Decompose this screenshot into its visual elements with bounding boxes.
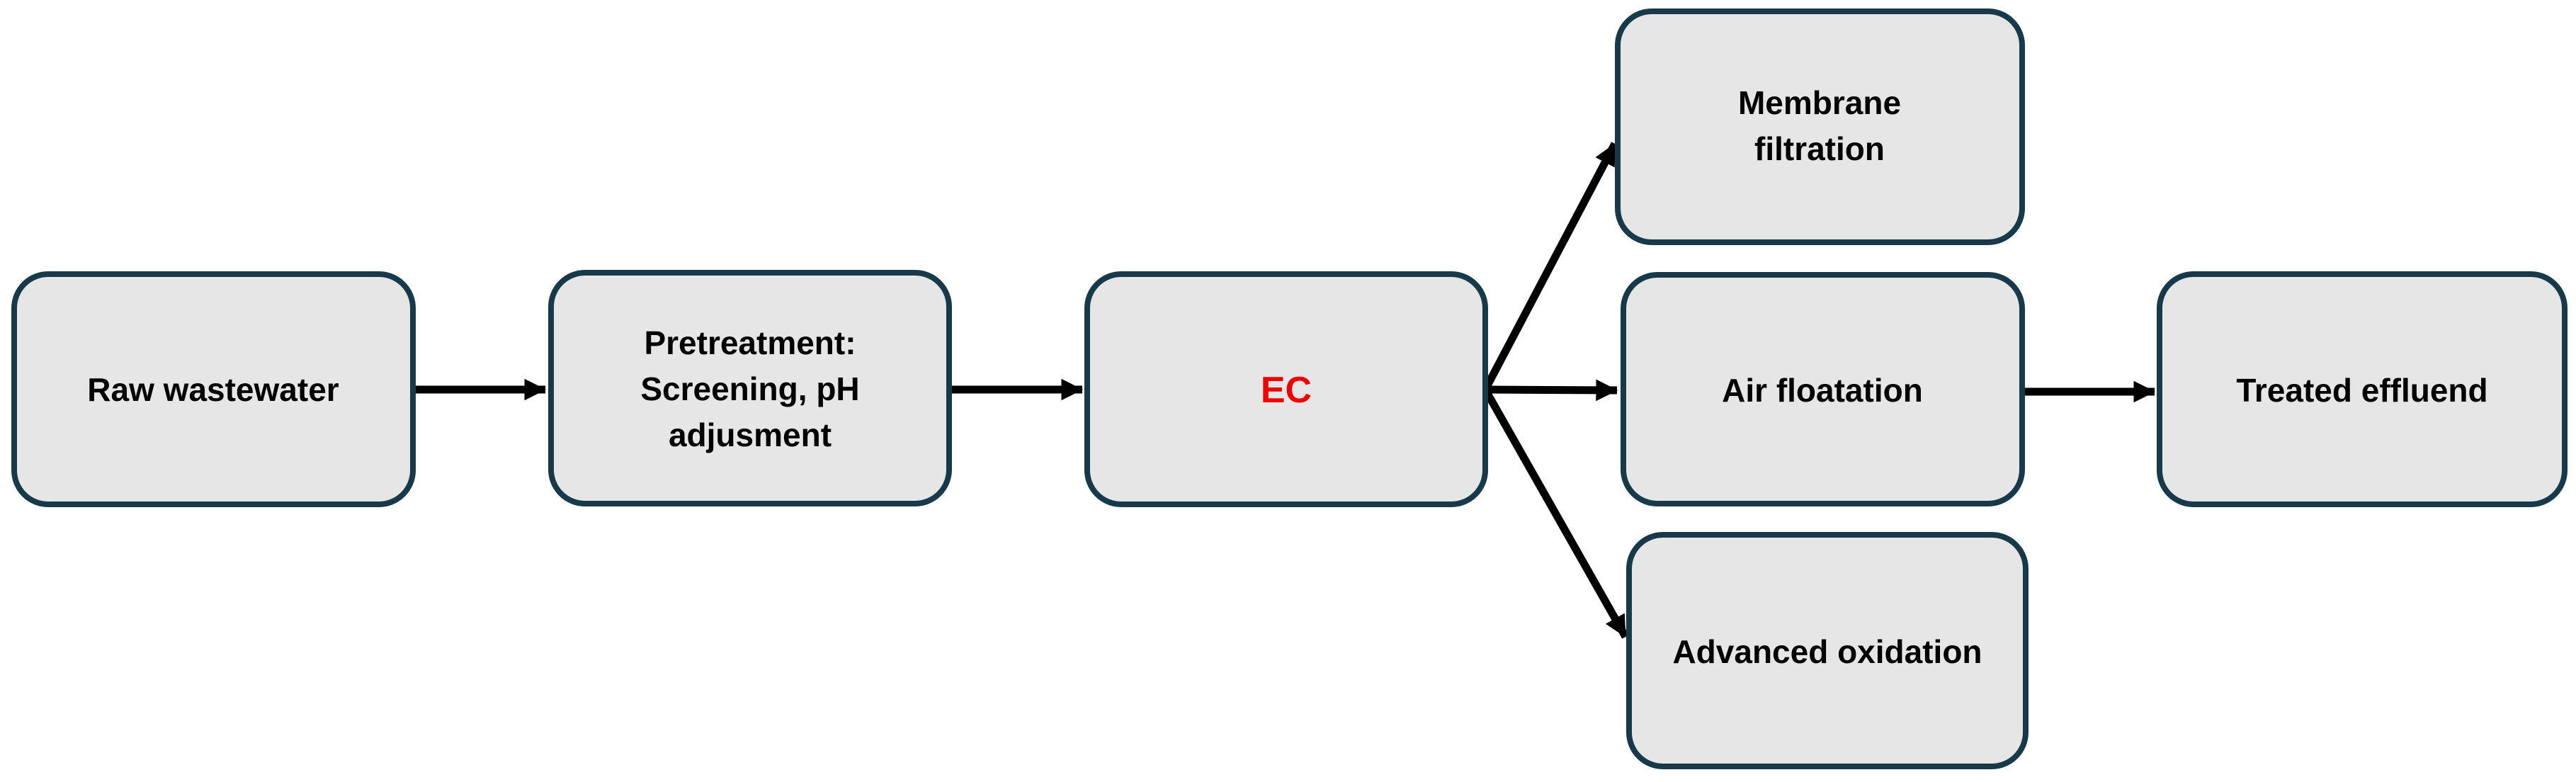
- treated-effluent-box: [2157, 271, 2568, 507]
- arrow-ec-to-advanced-oxidation: [1482, 387, 1629, 639]
- edges-layer: [413, 142, 2156, 639]
- membrane-filtration-label-line1: Membrane: [1738, 84, 1901, 121]
- advanced-oxidation-box: [1626, 532, 2029, 769]
- pretreatment-label-line2: Screening, pH: [640, 370, 859, 407]
- membrane-filtration-label-line2: filtration: [1754, 130, 1885, 167]
- air-floatation-box: [1621, 272, 2025, 506]
- node-treated-effluent: Treated effluend: [2157, 271, 2568, 507]
- node-membrane-filtration: Membrane filtration: [1615, 8, 2025, 245]
- node-air-floatation: Air floatation: [1621, 272, 2025, 506]
- treated-effluent-label: Treated effluend: [2236, 372, 2487, 409]
- raw-wastewater-label: Raw wastewater: [87, 371, 339, 408]
- membrane-filtration-box: [1615, 8, 2025, 245]
- node-pretreatment: Pretreatment: Screening, pH adjusment: [548, 270, 952, 506]
- node-ec: EC: [1084, 271, 1488, 507]
- node-raw-wastewater: Raw wastewater: [11, 271, 416, 507]
- raw-wastewater-box: [11, 271, 416, 507]
- ec-box: [1084, 271, 1488, 507]
- node-advanced-oxidation: Advanced oxidation: [1626, 532, 2029, 769]
- pretreatment-label-line1: Pretreatment:: [644, 324, 856, 361]
- pretreatment-label-line3: adjusment: [669, 416, 832, 453]
- pretreatment-box: [548, 270, 952, 506]
- air-floatation-label: Air floatation: [1722, 372, 1923, 409]
- advanced-oxidation-label: Advanced oxidation: [1672, 633, 1982, 670]
- arrow-ec-to-membrane-filtration: [1482, 142, 1618, 392]
- ec-label: EC: [1261, 370, 1312, 411]
